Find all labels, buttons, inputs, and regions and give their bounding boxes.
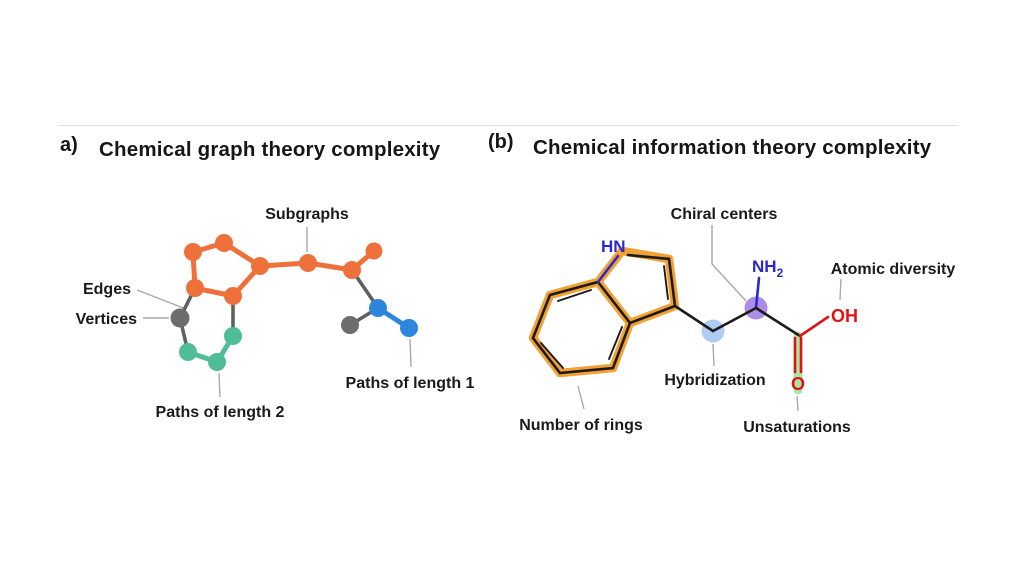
graph-node-green xyxy=(179,343,197,361)
panel-b-tag: (b) xyxy=(488,131,514,153)
graph-node-orange xyxy=(184,243,202,261)
unsaturations-label: Unsaturations xyxy=(743,419,851,436)
graph-node-orange xyxy=(215,234,233,252)
chiral-centers-label: Chiral centers xyxy=(671,206,778,223)
ch2-alpha-bond xyxy=(711,306,758,333)
hn-atom-label: HN xyxy=(601,237,626,256)
graph-node-blue xyxy=(369,299,387,317)
graph-node-orange xyxy=(224,287,242,305)
pyrrole-ring-bonds xyxy=(626,253,677,325)
alpha-carboxyl-bond xyxy=(754,306,802,338)
number-of-rings-leader-line xyxy=(577,385,585,410)
atomic-diversity-label: Atomic diversity xyxy=(831,261,956,278)
oh-atom-label: OH xyxy=(831,306,858,326)
graph-node-blue xyxy=(400,319,418,337)
paths1-leader-line xyxy=(409,338,412,368)
graph-node-orange xyxy=(343,261,361,279)
graph-node-green xyxy=(224,327,242,345)
graph-node-green xyxy=(208,353,226,371)
graph-node-gray xyxy=(170,308,190,328)
vertices-label: Vertices xyxy=(76,311,137,328)
graph-node-orange xyxy=(251,257,269,275)
subgraphs-label: Subgraphs xyxy=(265,206,349,223)
paths2-leader-line xyxy=(218,372,221,398)
double-bond-inner xyxy=(608,326,623,360)
edges-leader-line xyxy=(136,289,187,310)
panel-a-graph: Subgraphs Edges Vertices Paths of length… xyxy=(76,206,475,421)
c3-ch2-bond xyxy=(673,304,715,333)
panel-b-title: Chemical information theory complexity xyxy=(533,136,932,159)
atomic-diversity-leader-line xyxy=(839,278,842,301)
edges-label: Edges xyxy=(83,281,131,298)
graph-node-orange xyxy=(299,254,317,272)
double-bond-inner xyxy=(557,289,592,302)
panel-b-molecule: HN NH2 OH O Chiral centers Atomic divers… xyxy=(519,206,955,436)
nitrogen-carbon-bond xyxy=(596,254,620,284)
graph-node-orange xyxy=(186,279,204,297)
ring-highlight xyxy=(528,246,680,378)
nh2-atom-label: NH2 xyxy=(752,257,784,280)
unsaturations-leader-line xyxy=(796,395,799,412)
panel-a-title: Chemical graph theory complexity xyxy=(99,138,441,161)
panel-a-tag: a) xyxy=(60,134,78,156)
paths-of-length-1-label: Paths of length 1 xyxy=(346,375,475,392)
chiral-centers-leader-line xyxy=(711,225,747,302)
double-bond-inner xyxy=(540,342,564,369)
figure-top-divider xyxy=(58,125,958,126)
o-atom-label: O xyxy=(791,374,805,394)
graph-node-gray xyxy=(341,316,359,334)
paths-of-length-2-label: Paths of length 2 xyxy=(156,404,285,421)
number-of-rings-label: Number of rings xyxy=(519,417,643,434)
hybridization-leader-line xyxy=(712,343,715,367)
alpha-amine-bond xyxy=(754,276,761,310)
double-bond-inner xyxy=(663,265,669,300)
graph-node-orange xyxy=(365,242,383,260)
hybridization-label: Hybridization xyxy=(664,372,765,389)
carboxyl-oh-bond xyxy=(798,315,830,338)
